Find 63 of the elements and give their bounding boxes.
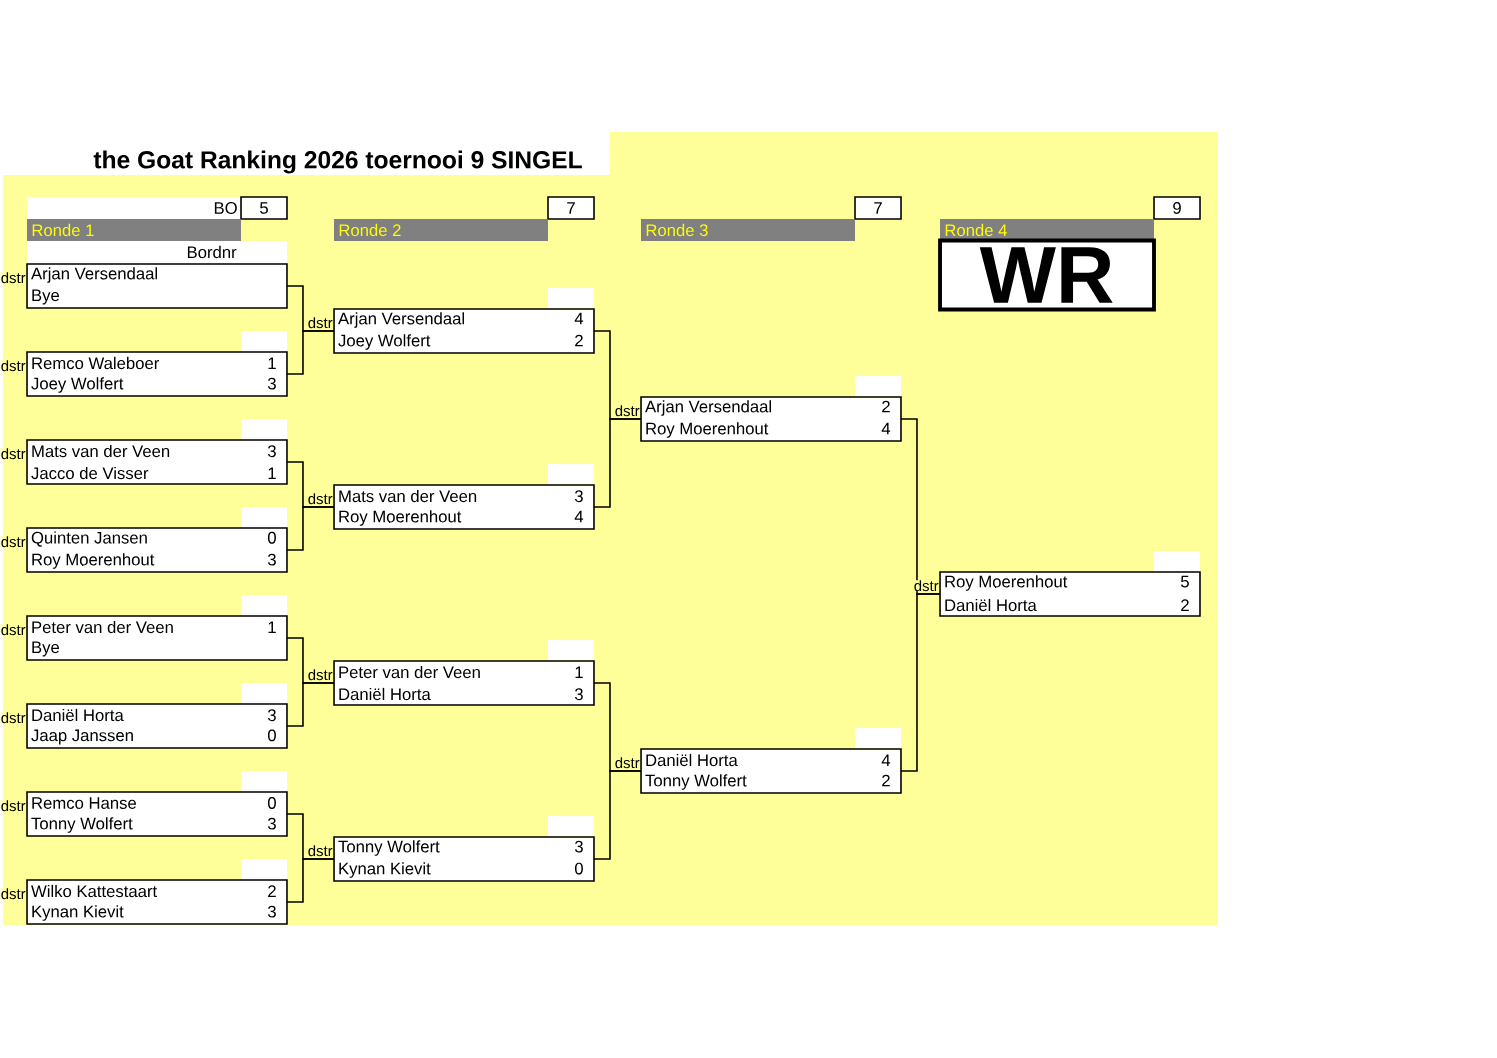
side-label: dstr bbox=[307, 317, 333, 329]
player-row: Roy Moerenhout 3 bbox=[32, 553, 276, 569]
player-row: Joey Wolfert 2 bbox=[338, 334, 583, 350]
player-row: Quinten Jansen 0 bbox=[31, 531, 276, 547]
side-label: dstr bbox=[614, 405, 640, 417]
bracket-line bbox=[286, 858, 335, 903]
side-label: dstr bbox=[307, 845, 333, 857]
side-label: dstr bbox=[0, 624, 26, 636]
bracket-line bbox=[286, 682, 335, 727]
player-row: Remco Hanse 0 bbox=[32, 797, 276, 809]
player-row: Daniël Horta 2 bbox=[945, 598, 1189, 612]
player-row: Roy Moerenhout 4 bbox=[339, 510, 584, 526]
side-label: dstr bbox=[0, 448, 26, 460]
bracket-line bbox=[593, 418, 642, 508]
side-label: dstr bbox=[0, 712, 26, 724]
best-of-number: 9 bbox=[1153, 196, 1201, 220]
bracket-line bbox=[593, 770, 642, 860]
side-label: dstr bbox=[913, 580, 939, 592]
player-row: Mats van der Veen 3 bbox=[339, 489, 583, 503]
player-row: Bye bbox=[32, 641, 59, 657]
player-row: Roy Moerenhout 5 bbox=[945, 575, 1189, 591]
side-label: dstr bbox=[614, 757, 640, 769]
player-row: Kynan Kievit 3 bbox=[32, 905, 276, 921]
bracket-line bbox=[286, 330, 335, 375]
best-of-number: 5 bbox=[240, 196, 288, 220]
round-header: Ronde 3 bbox=[641, 219, 855, 241]
title-box: WR bbox=[938, 238, 1156, 312]
column-header: Bordnr bbox=[27, 241, 287, 263]
player-row: Jaap Janssen 0 bbox=[31, 729, 276, 745]
player-row: Wilko Kattestaart 2 bbox=[31, 884, 276, 898]
title: the Goat Ranking 2026 toernooi 9 SINGEL bbox=[93, 150, 582, 174]
player-row: Kynan Kievit 0 bbox=[339, 862, 583, 878]
bracket-line bbox=[900, 593, 941, 772]
bracket-line bbox=[286, 506, 335, 551]
player-row: Arjan Versendaal bbox=[31, 267, 157, 283]
side-label: dstr bbox=[0, 888, 26, 900]
player-row: Tonny Wolfert 3 bbox=[31, 817, 276, 833]
side-label: dstr bbox=[307, 493, 333, 505]
round-header: Ronde 4 bbox=[940, 219, 1154, 241]
player-row: Daniël Horta 4 bbox=[646, 753, 891, 767]
best-of-number: 7 bbox=[854, 196, 902, 220]
side-label: dstr bbox=[0, 360, 26, 372]
player-row: Arjan Versendaal 4 bbox=[338, 312, 584, 328]
player-row: Tonny Wolfert 2 bbox=[645, 774, 890, 790]
player-row: Peter van der Veen 1 bbox=[32, 620, 276, 634]
player-row: Peter van der Veen 1 bbox=[339, 665, 583, 679]
player-row: Daniël Horta 3 bbox=[339, 687, 583, 701]
player-row: Remco Waleboer 1 bbox=[32, 356, 276, 370]
player-row: Roy Moerenhout 4 bbox=[646, 422, 891, 438]
player-row: Joey Wolfert 3 bbox=[31, 377, 276, 393]
side-label: dstr bbox=[0, 536, 26, 548]
player-row: Arjan Versendaal 2 bbox=[645, 400, 890, 416]
player-row: Bye bbox=[32, 289, 59, 305]
best-of-number: 7 bbox=[547, 196, 595, 220]
side-label: dstr bbox=[0, 272, 26, 284]
player-row: Tonny Wolfert 3 bbox=[338, 840, 583, 856]
player-row: Jacco de Visser 1 bbox=[31, 466, 276, 480]
side-label: dstr bbox=[0, 800, 26, 812]
player-row: Mats van der Veen 3 bbox=[32, 444, 276, 458]
player-row: Daniël Horta 3 bbox=[32, 708, 276, 722]
round-header: Ronde 1 bbox=[27, 219, 241, 241]
side-label: dstr bbox=[307, 669, 333, 681]
round-header: Ronde 2 bbox=[334, 219, 548, 241]
